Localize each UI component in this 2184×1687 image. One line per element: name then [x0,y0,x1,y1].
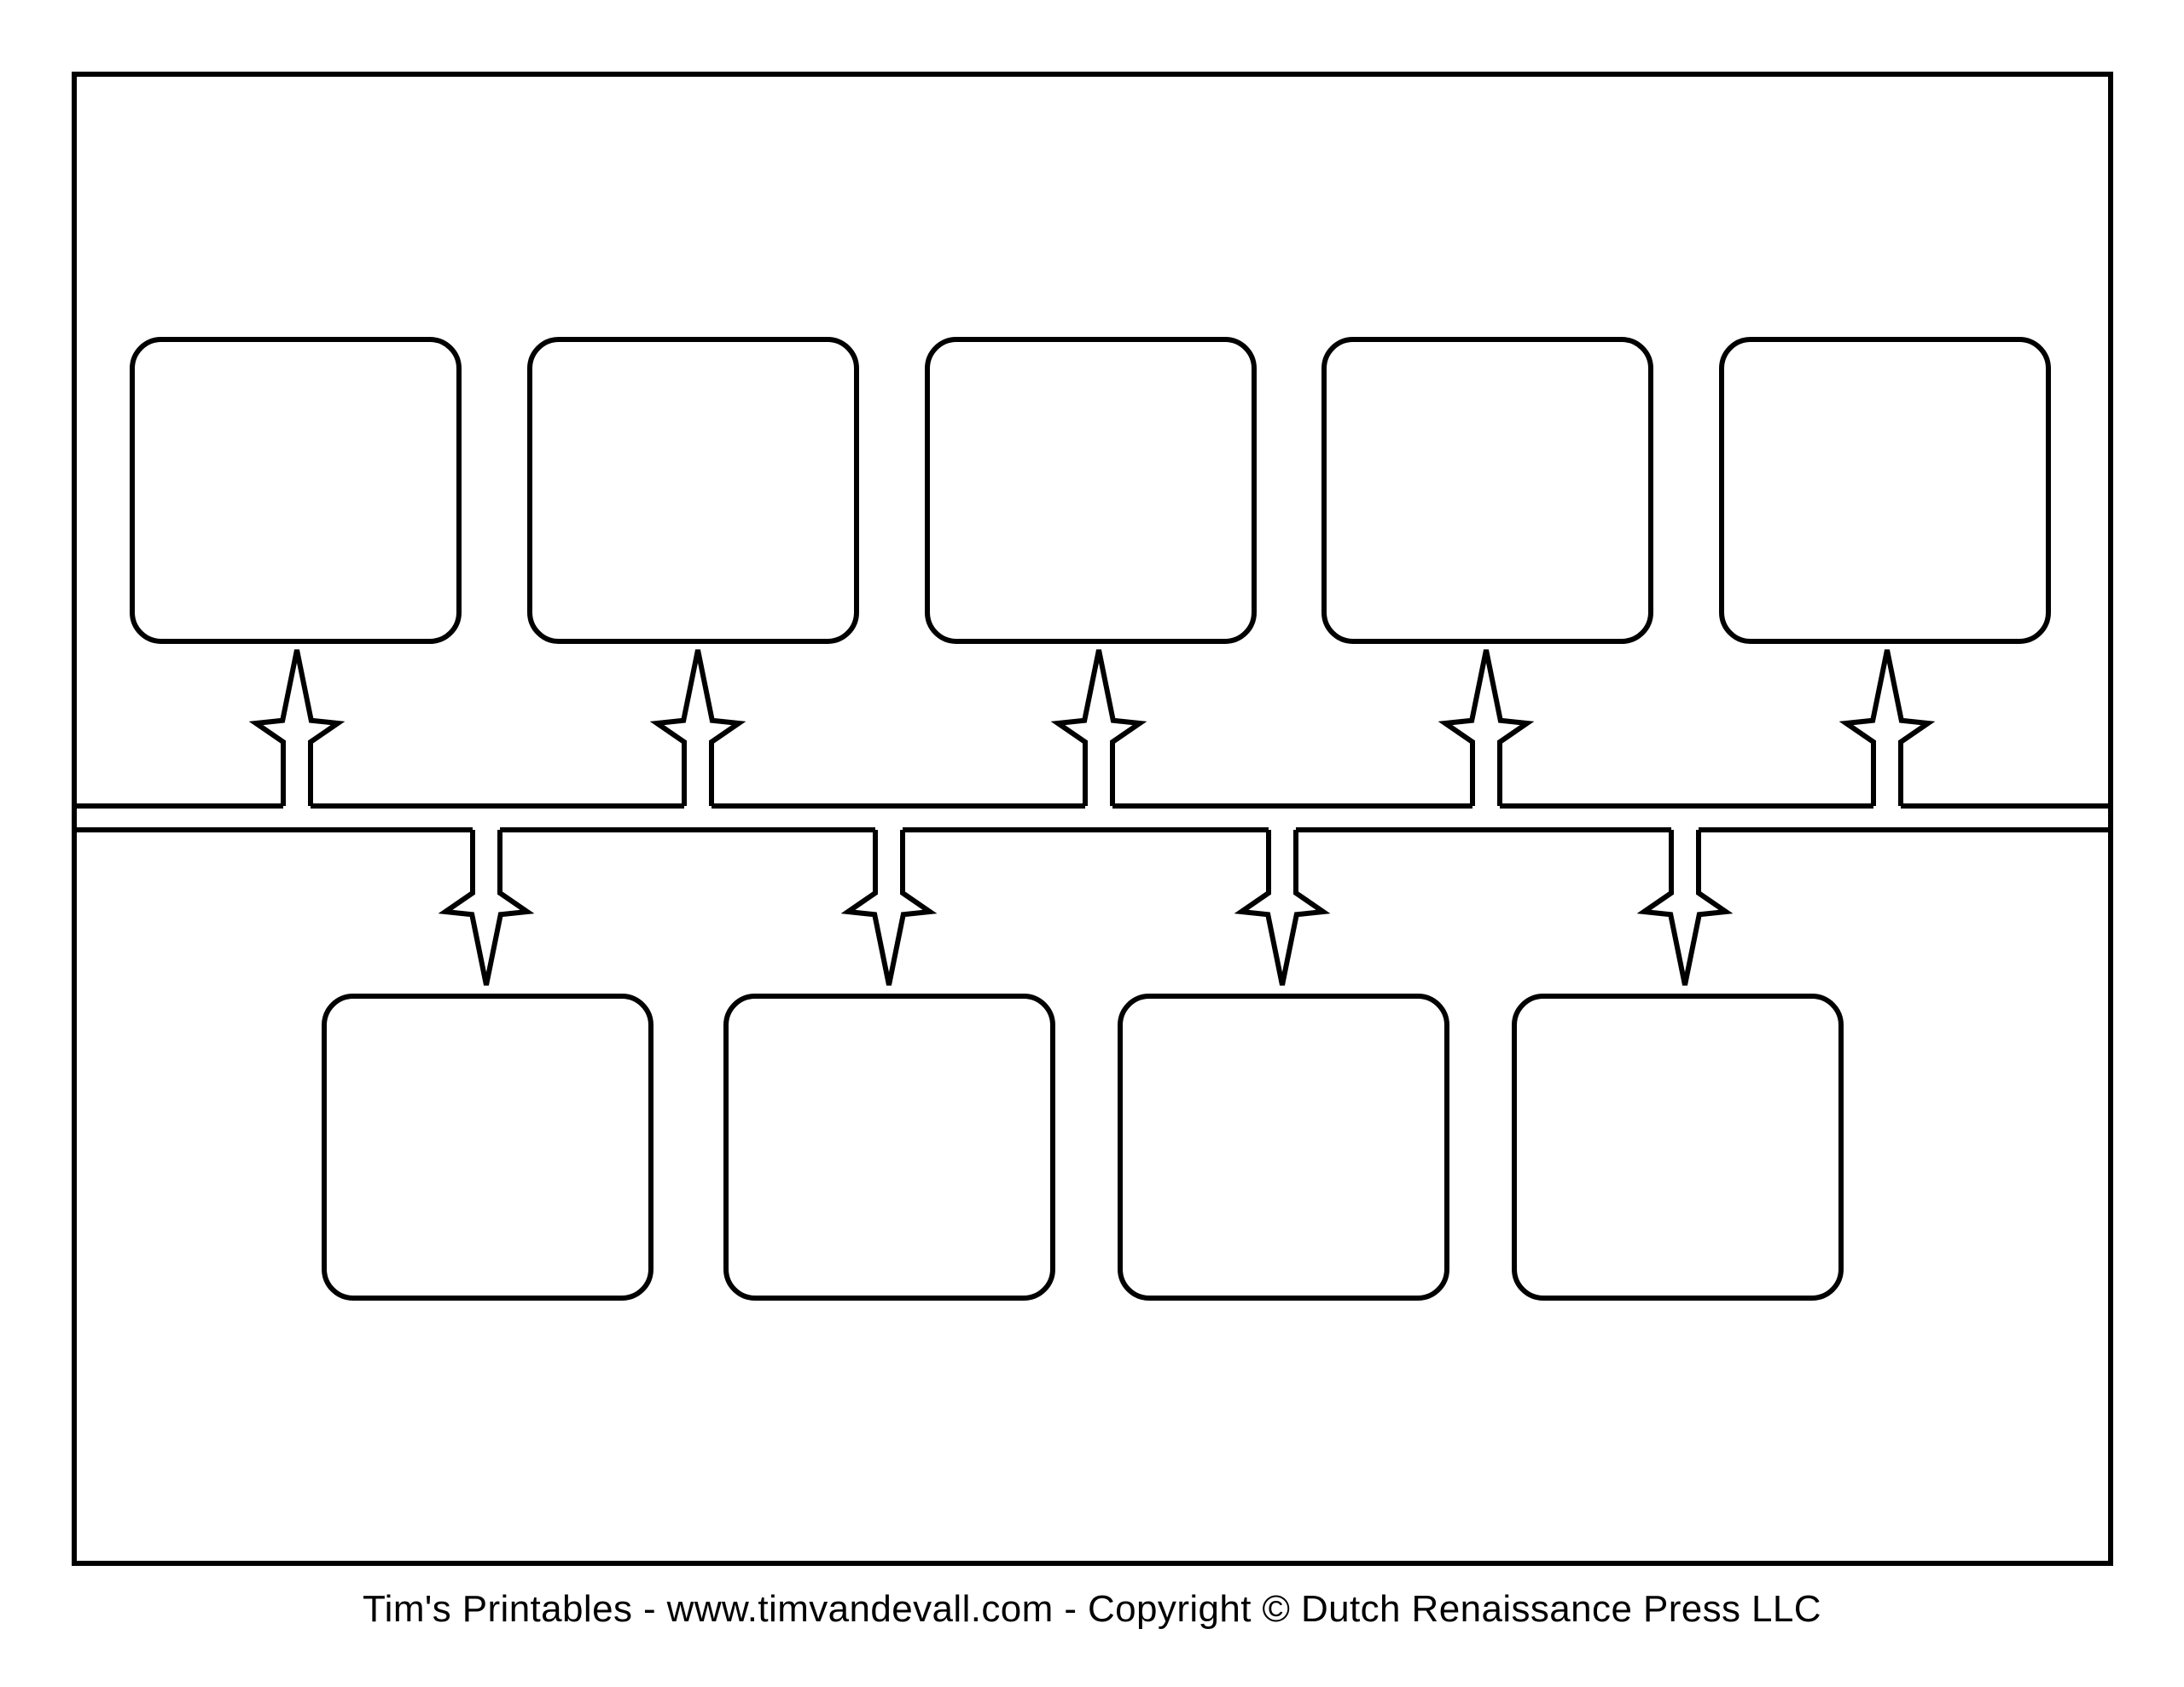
bottom-box-1[interactable] [322,994,653,1301]
top-boxes-row [130,337,2051,644]
up-arrow-4 [1438,649,1535,806]
top-box-2[interactable] [527,337,859,644]
down-arrow-4 [1636,830,1734,986]
top-box-3[interactable] [925,337,1257,644]
up-arrows-row [248,649,1936,806]
top-box-4[interactable] [1321,337,1653,644]
bottom-box-2[interactable] [723,994,1055,1301]
up-arrow-2 [649,649,746,806]
top-box-1[interactable] [130,337,462,644]
bottom-box-3[interactable] [1118,994,1449,1301]
horizontal-timeline-band [74,803,2111,832]
up-arrow-5 [1838,649,1936,806]
down-arrow-2 [840,830,938,986]
down-arrow-1 [438,830,535,986]
bottom-box-4[interactable] [1512,994,1844,1301]
down-arrow-3 [1234,830,1331,986]
footer-credit-text: Tim's Printables - www.timvandevall.com … [363,1588,1821,1630]
bottom-boxes-row [322,994,1844,1301]
top-box-5[interactable] [1719,337,2051,644]
up-arrow-3 [1050,649,1147,806]
up-arrow-1 [248,649,346,806]
worksheet-border [72,72,2113,1566]
worksheet-border-rect [72,72,2113,1566]
down-arrows-row [438,830,1734,986]
